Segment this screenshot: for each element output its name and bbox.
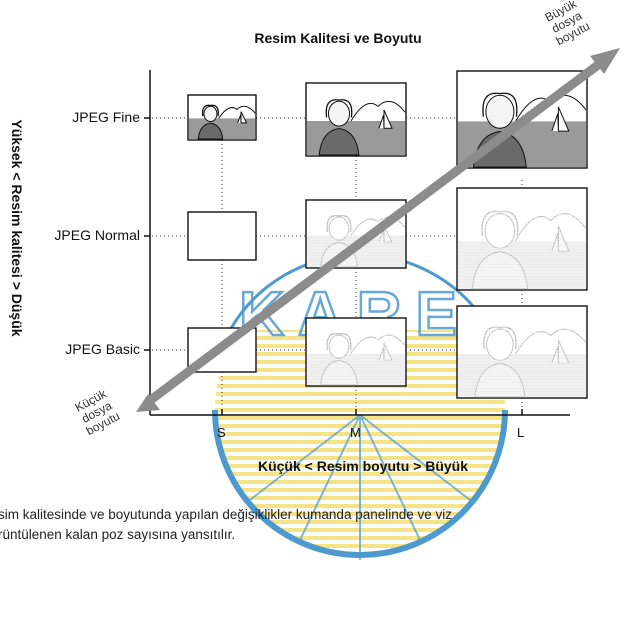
x-axis-label: Küçük < Resim boyutu > Büyük [257,458,469,474]
caption: sim kalitesinde ve boyutunda yapılan değ… [0,505,452,545]
thumb-fine-m [305,82,407,157]
thumb-normal-s [187,211,257,261]
guide-lines [152,117,523,408]
row-label-fine: JPEG Fine [72,109,140,125]
thumbnails [187,70,588,399]
column-label-s: S [217,425,226,440]
column-label-l: L [517,425,525,440]
thumb-fine-s [187,94,257,141]
file-size-arrow [136,48,620,412]
diagram-title: Resim Kalitesi ve Boyutu [254,30,422,46]
axes [144,70,570,416]
thumb-basic-l [456,305,588,399]
caption-line-2: rüntülenen kalan poz sayısına yansıtılır… [0,527,236,542]
caption-line-1: sim kalitesinde ve boyutunda yapılan değ… [0,507,453,522]
column-label-m: M [350,425,361,440]
row-label-basic: JPEG Basic [65,341,140,357]
thumb-normal-m [305,199,407,269]
row-label-normal: JPEG Normal [54,227,140,243]
thumb-normal-l [456,187,588,291]
thumb-basic-m [305,317,407,387]
